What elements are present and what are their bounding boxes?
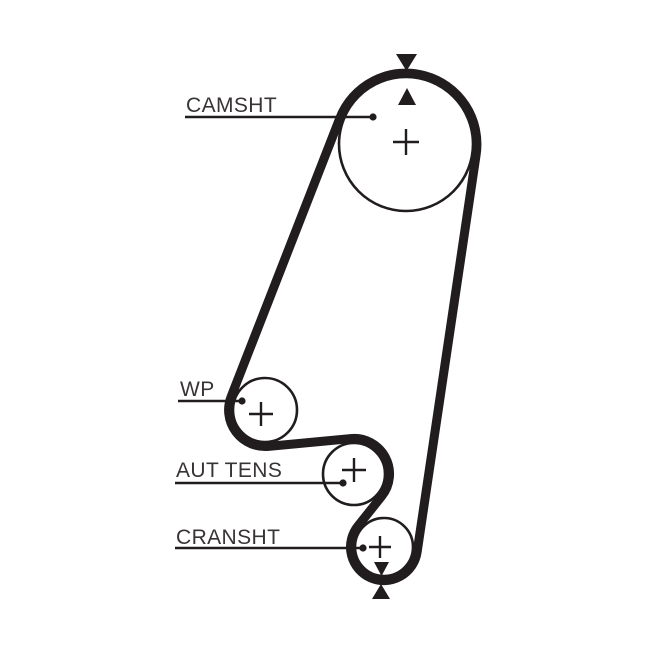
- camshaft-timing-mark-up-icon: [398, 88, 416, 105]
- camshaft-leader-dot: [369, 113, 377, 121]
- camshaft-timing-mark-down-icon: [396, 54, 417, 71]
- label-camshaft: CAMSHT: [186, 94, 278, 117]
- tensioner-center-cross: [342, 458, 366, 482]
- crankshaft-timing-mark-down-icon: [374, 562, 389, 576]
- tensioner-leader-dot: [339, 479, 347, 487]
- ink-strokes: [175, 68, 482, 586]
- water-pump-center-cross: [249, 402, 273, 426]
- timing-belt-path: [224, 68, 482, 586]
- camshaft-center-cross: [393, 129, 419, 155]
- crankshaft-leader-dot: [359, 544, 367, 552]
- water-pump-leader-dot: [238, 397, 246, 405]
- label-water-pump: WP: [180, 378, 215, 401]
- label-crankshaft: CRANSHT: [176, 526, 281, 549]
- ink-fills: [238, 54, 417, 599]
- crankshaft-timing-mark-up-icon: [372, 584, 390, 599]
- tensioner-pulley-circle: [321, 441, 387, 507]
- label-tensioner: AUT TENS: [176, 459, 283, 482]
- crankshaft-center-cross: [369, 536, 391, 558]
